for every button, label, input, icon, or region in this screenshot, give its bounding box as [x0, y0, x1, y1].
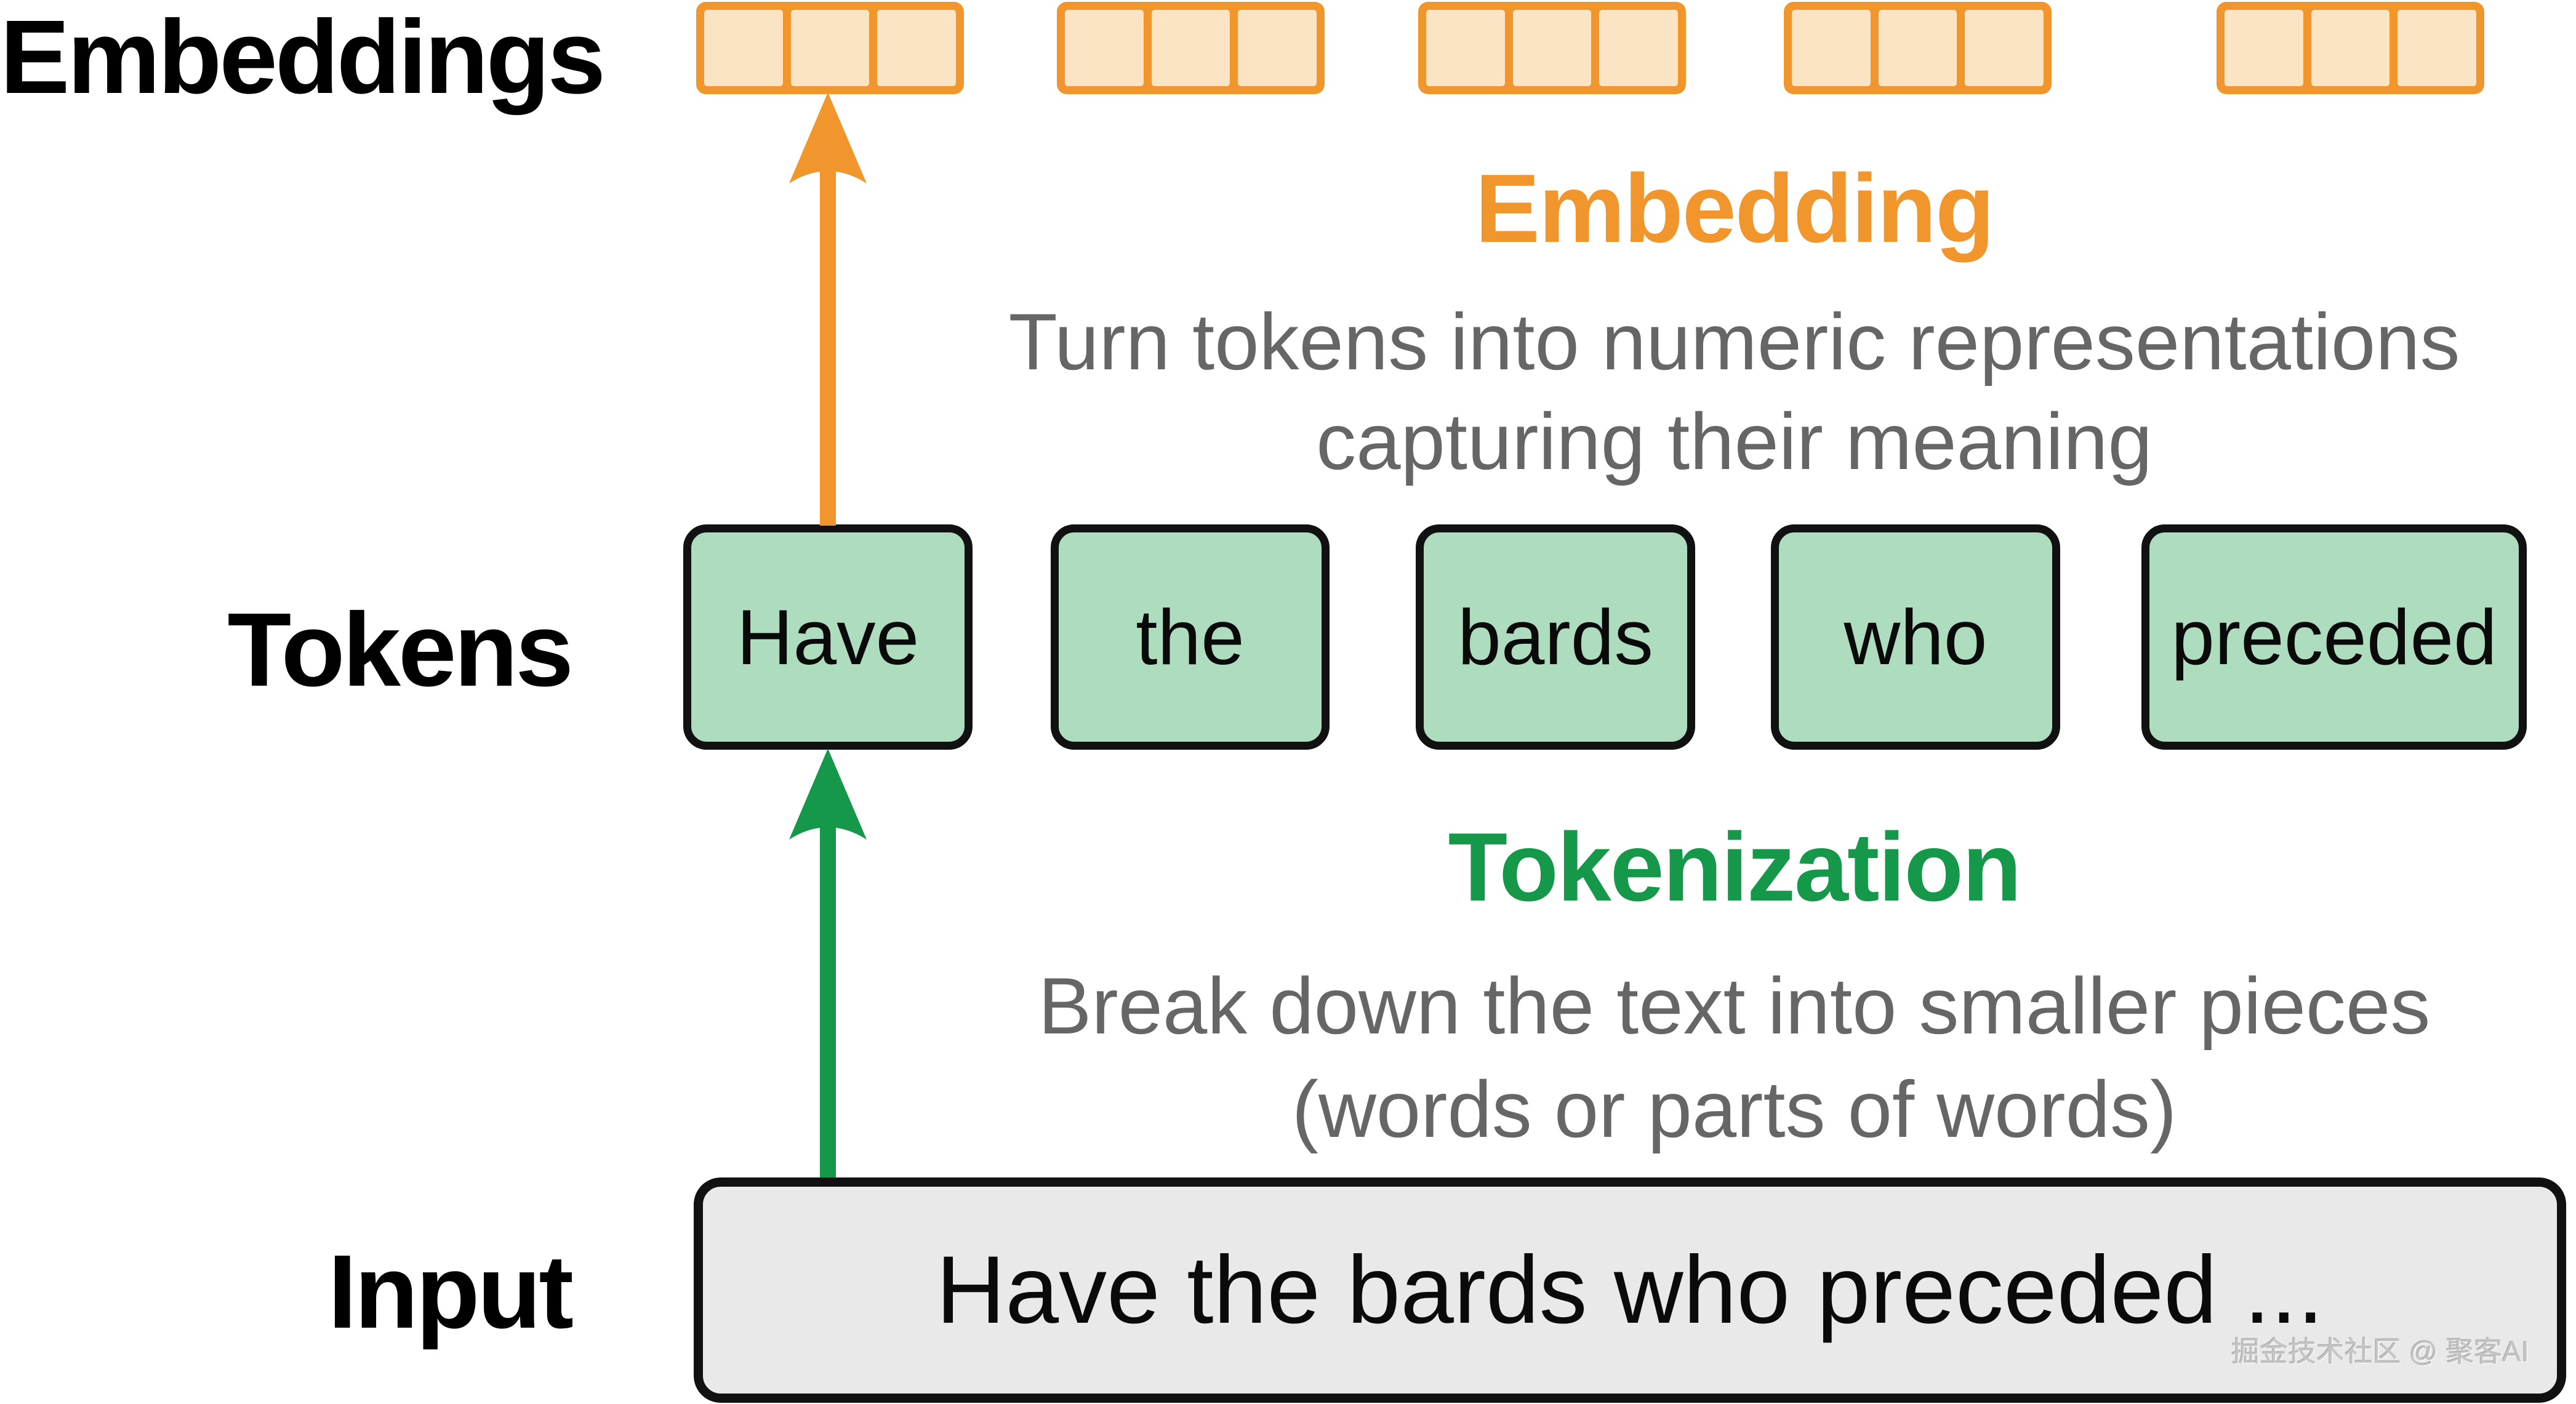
embedding-vector — [1784, 2, 2052, 94]
input-box: Have the bards who preceded ... 掘金技术社区 @… — [694, 1177, 2566, 1403]
token-box: the — [1051, 524, 1330, 750]
tokenization-step-description: Break down the text into smaller pieces … — [896, 954, 2573, 1161]
embedding-cell — [1878, 10, 1957, 86]
embedding-vector — [2217, 2, 2484, 94]
tokenization-arrow-up-icon — [789, 748, 867, 1179]
embedding-cell — [1065, 10, 1144, 86]
token-box: who — [1771, 524, 2060, 750]
embedding-vector — [1418, 2, 1686, 94]
embedding-cell — [877, 10, 957, 86]
token-label: bards — [1458, 593, 1653, 681]
token-label: Have — [736, 593, 920, 681]
token-label: who — [1844, 593, 1988, 681]
embedding-step-description-line1: Turn tokens into numeric representations — [1008, 297, 2460, 387]
embedding-arrow-up-icon — [789, 92, 867, 526]
embedding-cell — [2397, 10, 2477, 86]
token-box: preceded — [2141, 524, 2527, 750]
embedding-cell — [1512, 10, 1592, 86]
embedding-cell — [2311, 10, 2390, 86]
input-text: Have the bards who preceded ... — [936, 1237, 2324, 1344]
embedding-step-description: Turn tokens into numeric representations… — [896, 292, 2573, 491]
embedding-cell — [1599, 10, 1679, 86]
row-label-tokens: Tokens — [227, 592, 574, 708]
embedding-cell — [2225, 10, 2303, 86]
token-box: Have — [683, 524, 973, 750]
tokenization-step-description-line1: Break down the text into smaller pieces — [1038, 961, 2431, 1051]
embedding-step-title: Embedding — [1475, 154, 1994, 263]
tokenization-step-title: Tokenization — [1448, 813, 2022, 921]
embedding-cell — [1151, 10, 1230, 86]
token-box: bards — [1416, 524, 1695, 750]
row-label-input: Input — [327, 1234, 574, 1350]
token-label: the — [1136, 593, 1245, 681]
tokenization-step-caption: Tokenization Break down the text into sm… — [896, 819, 2573, 1161]
embedding-vector — [696, 2, 964, 94]
tokenization-step-description-line2: (words or parts of words) — [1291, 1064, 2177, 1154]
embedding-step-description-line2: capturing their meaning — [1316, 396, 2153, 486]
embedding-cell — [1426, 10, 1505, 86]
embedding-cell — [1792, 10, 1871, 86]
embedding-cell — [1238, 10, 1317, 86]
watermark-text: 掘金技术社区 @ 聚客AI — [2231, 1336, 2529, 1368]
token-label: preceded — [2171, 593, 2497, 681]
embedding-cell — [1965, 10, 2044, 86]
row-label-embeddings: Embeddings — [0, 0, 606, 116]
embedding-step-caption: Embedding Turn tokens into numeric repre… — [896, 160, 2573, 491]
embedding-vector — [1057, 2, 1325, 94]
embedding-cell — [790, 10, 870, 86]
embedding-cell — [704, 10, 783, 86]
